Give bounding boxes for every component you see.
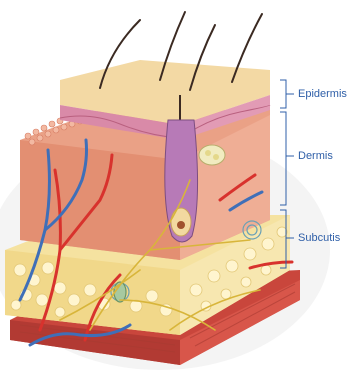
label-dermis: Dermis (298, 150, 333, 162)
sebaceous-gland (199, 145, 225, 165)
label-epidermis: Epidermis (298, 88, 347, 100)
label-subcutis: Subcutis (298, 232, 340, 244)
